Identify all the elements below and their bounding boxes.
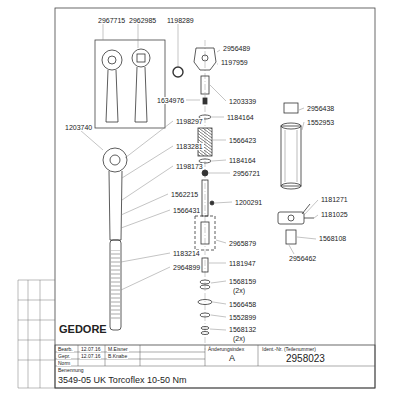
title-field: 12.07.16	[80, 354, 101, 359]
callout-number: 1566431	[172, 207, 201, 214]
callout-number: 1198289	[166, 17, 195, 24]
title-field: Ident.-Nr. (Teilenummer)	[261, 347, 317, 352]
callout-number: 1198297	[175, 118, 204, 125]
callout-number: 1181271	[320, 196, 349, 203]
title-field: Benennung	[57, 368, 85, 373]
callout-number: 1183281	[175, 143, 204, 150]
callout-number: 1184164	[228, 157, 257, 164]
part-number: 2958023	[285, 354, 326, 364]
title-field: Änderungsindex	[207, 347, 245, 352]
callout-number: 1568132	[228, 326, 257, 333]
callout-number: 1562215	[170, 191, 199, 198]
callout-number: 1200291	[234, 199, 263, 206]
callout-number: 1197959	[220, 59, 249, 66]
callout-number: 1181025	[320, 211, 349, 218]
callout-number: 2962985	[128, 17, 157, 24]
title-field: B.Knabe	[107, 354, 128, 359]
title-field: Gepr.	[57, 354, 71, 359]
quantity-note: (2x)	[232, 335, 246, 342]
title-field: 12.07.16	[80, 347, 101, 352]
brand-logo: GEDORE	[58, 324, 108, 335]
quantity-note: (2x)	[232, 287, 246, 294]
callout-number: 2956438	[306, 105, 335, 112]
callout-number: 1198173	[175, 163, 204, 170]
callout-number: 1566458	[228, 301, 257, 308]
callout-number: 1181947	[228, 260, 257, 267]
callout-number: 2956462	[288, 255, 317, 262]
title-field: Norm	[57, 361, 71, 366]
callout-number: 1568108	[318, 235, 347, 242]
callout-number: 2964899	[172, 264, 201, 271]
drawing-title: 3549-05 UK Torcoflex 10-50 Nm	[57, 376, 187, 385]
callout-number: 1203740	[64, 124, 93, 131]
callout-number: 2967715	[97, 17, 126, 24]
callout-number: 1552899	[228, 314, 257, 321]
revision-index: A	[228, 354, 236, 363]
callout-number: 1183214	[172, 250, 201, 257]
title-field: M.Eisner	[107, 347, 129, 352]
callout-number: 1184164	[226, 114, 255, 121]
callout-number: 1566423	[228, 137, 257, 144]
callout-number: 1568159	[228, 278, 257, 285]
callout-number: 2956721	[232, 170, 261, 177]
callout-number: 1552953	[306, 119, 335, 126]
callout-number: 1203339	[228, 98, 257, 105]
title-field: Bearb.	[57, 347, 74, 352]
callout-number: 1634976	[156, 97, 185, 104]
callout-number: 2956489	[222, 45, 251, 52]
callout-number: 2965879	[228, 240, 257, 247]
